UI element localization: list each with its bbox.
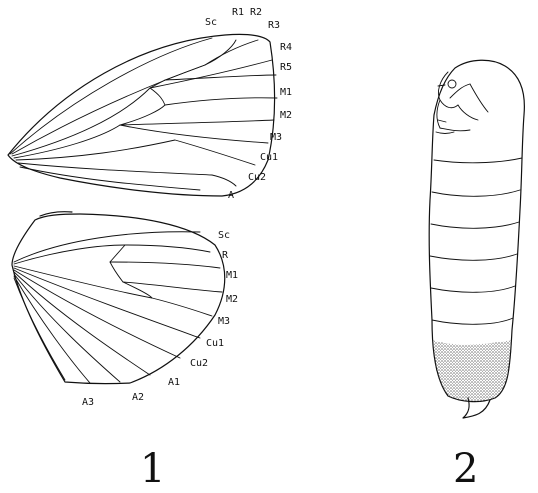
hindwing: Sc R M1 M2 M3 Cu1 Cu2 A1 A2 A3 [12,212,238,408]
figure-number-2: 2 [453,446,478,492]
hindwing-label-m2: M2 [226,294,238,305]
hindwing-label-cu1: Cu1 [206,338,224,349]
forewing: Sc R1 R2 R3 R4 R5 M1 M2 M3 Cu1 Cu2 A [8,7,292,201]
hindwing-label-m3: M3 [218,316,230,327]
forewing-label-r5: R5 [280,62,292,73]
figure-number-1: 1 [140,446,165,492]
pupa [429,60,524,418]
forewing-label-m2: M2 [280,110,292,121]
hindwing-label-cu2: Cu2 [190,358,208,369]
forewing-label-r4: R4 [280,42,292,53]
forewing-label-a: A [228,190,234,201]
pupa-segments [430,158,522,324]
forewing-label-cu1: Cu1 [260,152,278,163]
hindwing-label-m1: M1 [226,270,238,281]
hindwing-label-a1: A1 [168,377,180,388]
hindwing-label-r: R [222,250,229,261]
forewing-label-cu2: Cu2 [248,172,266,183]
forewing-label-r3: R3 [268,20,280,31]
pupa-head [436,72,488,134]
forewing-label-m1: M1 [280,87,292,98]
forewing-label-m3: M3 [270,132,282,143]
forewing-label-r2: R2 [250,7,262,18]
hindwing-label-a2: A2 [132,392,144,403]
forewing-veins [10,38,277,190]
hindwing-label-sc: Sc [218,230,230,241]
forewing-label-r1: R1 [232,7,244,18]
forewing-label-sc: Sc [205,17,217,28]
hindwing-label-a3: A3 [82,397,94,408]
